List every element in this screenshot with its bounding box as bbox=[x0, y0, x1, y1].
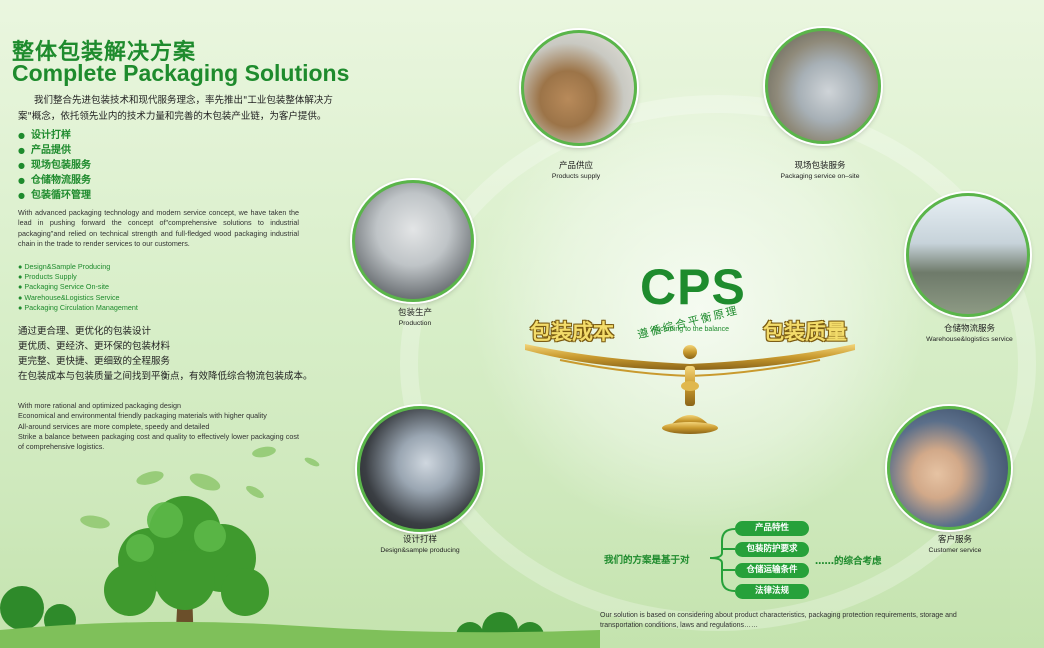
solution-item-transport: 仓储运输条件 bbox=[735, 563, 809, 578]
leaf-icon bbox=[80, 446, 320, 529]
services-list-cn: 设计打样 产品提供 现场包装服务 仓储物流服务 包装循环管理 bbox=[18, 128, 91, 203]
page-title-cn: 整体包装解决方案 bbox=[12, 40, 197, 65]
caption-products-supply: 产品供应 Products supply bbox=[551, 161, 601, 180]
packaging-quality-label: 包装质量 bbox=[763, 320, 847, 344]
service-item-en: Warehouse&Logistics Service bbox=[18, 293, 138, 303]
caption-customer-service: 客户服务 Customer service bbox=[928, 535, 982, 554]
photo-production bbox=[352, 180, 474, 302]
solution-tail: ……的综合考虑 bbox=[815, 556, 882, 567]
page-title-en: Complete Packaging Solutions bbox=[12, 60, 350, 86]
benefits-en: With more rational and optimized packagi… bbox=[18, 401, 299, 452]
balance-scale-icon bbox=[525, 344, 855, 434]
solution-item-protection: 包装防护要求 bbox=[735, 542, 809, 557]
caption-design: 设计打样 Design&sample producing bbox=[380, 535, 460, 554]
service-item: 包装循环管理 bbox=[18, 188, 91, 203]
benefit-line: 更优质、更经济、更环保的包装材料 bbox=[18, 341, 171, 352]
service-item: 设计打样 bbox=[18, 128, 91, 143]
cps-title: CPS bbox=[640, 259, 746, 315]
photo-design bbox=[357, 406, 483, 532]
solution-item-product: 产品特性 bbox=[735, 521, 809, 536]
tree-illustration bbox=[0, 446, 600, 648]
intro-text-cn: 我们整合先进包装技术和现代服务理念，率先推出"工业包装整体解决方案"概念，依托领… bbox=[18, 95, 333, 122]
intro-text-en: With advanced packaging technology and m… bbox=[18, 208, 299, 248]
service-item-en: Packaging Circulation Management bbox=[18, 303, 137, 313]
benefit-line: 在包装成本与包装质量之间找到平衡点，有效降低综合物流包装成本。 bbox=[18, 371, 313, 382]
solution-text-en: Our solution is based on considering abo… bbox=[600, 612, 957, 629]
benefit-line: 通过更合理、更优化的包装设计 bbox=[18, 326, 152, 337]
solution-label: 我们的方案是基于对 bbox=[604, 555, 690, 566]
service-item: 仓储物流服务 bbox=[18, 173, 91, 188]
service-item-en: Products Supply bbox=[18, 272, 138, 282]
photo-warehouse bbox=[906, 193, 1030, 317]
service-item: 产品提供 bbox=[18, 143, 91, 158]
photo-customer-service bbox=[887, 406, 1011, 530]
benefits-cn: 通过更合理、更优化的包装设计 更优质、更经济、更环保的包装材料 更完整、更快捷、… bbox=[18, 324, 313, 384]
benefit-line: 更完整、更快捷、更细致的全程服务 bbox=[18, 356, 171, 367]
services-list-en: Design&Sample Producing Products Supply … bbox=[18, 262, 138, 313]
caption-production: 包装生产 Production bbox=[397, 308, 432, 327]
caption-warehouse: 仓储物流服务 Warehouse&logistics service bbox=[926, 324, 1013, 343]
service-item-en: Packaging Service On-site bbox=[18, 282, 138, 292]
photo-products-supply bbox=[521, 30, 637, 146]
solution-item-law: 法律法规 bbox=[735, 584, 809, 599]
solution-bracket bbox=[709, 528, 736, 592]
photo-onsite-packaging bbox=[765, 28, 881, 144]
balance-principle-en: According to the balance bbox=[652, 326, 730, 333]
service-item: 现场包装服务 bbox=[18, 158, 91, 173]
packaging-cost-label: 包装成本 bbox=[530, 320, 614, 344]
service-item-en: Design&Sample Producing bbox=[18, 262, 138, 272]
caption-onsite-packaging: 现场包装服务 Packaging service on–site bbox=[780, 161, 860, 180]
